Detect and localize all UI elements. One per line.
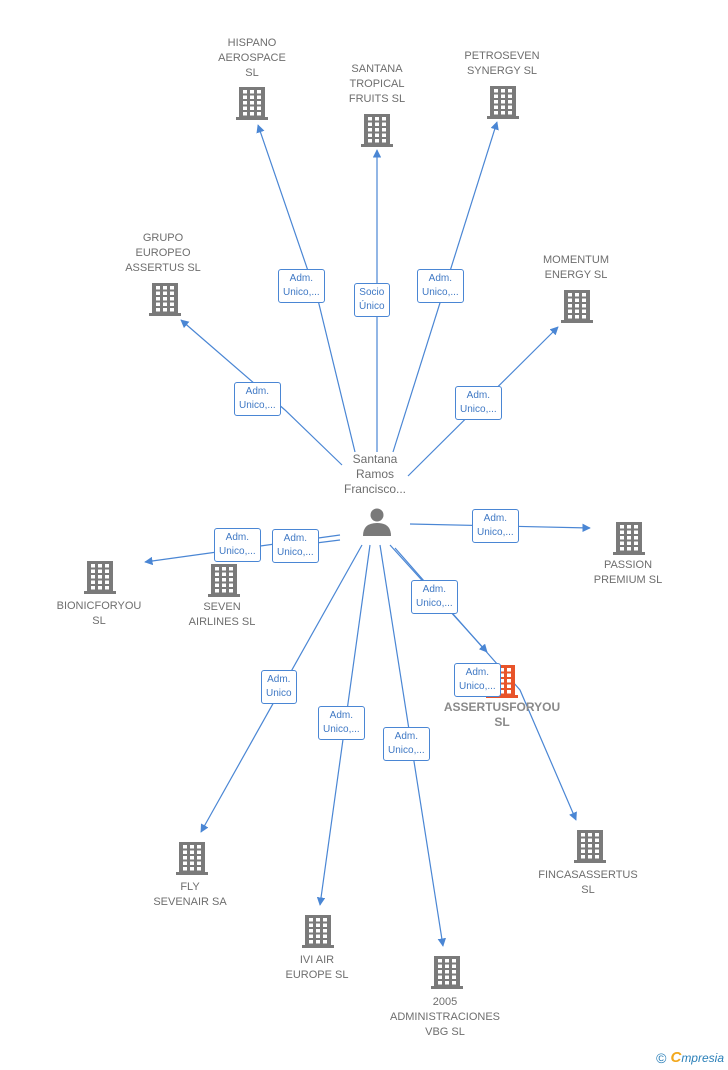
company-name-administraciones[interactable]: 2005 ADMINISTRACIONES VBG SL bbox=[389, 996, 500, 1038]
copyright-icon: © bbox=[656, 1049, 667, 1066]
person-name[interactable]: Santana Ramos Francisco... bbox=[343, 452, 406, 496]
edge-label-momentum[interactable]: Adm. Unico,... bbox=[455, 386, 502, 420]
edge-line-grupo_europeo bbox=[180, 319, 343, 466]
company-name-momentum[interactable]: MOMENTUM ENERGY SL bbox=[543, 254, 609, 281]
building-icon-passion bbox=[613, 522, 645, 555]
company-name-hispano[interactable]: HISPANO AEROSPACE SL bbox=[218, 37, 286, 79]
building-icon-fincaassertus bbox=[574, 830, 606, 863]
edge-label-administraciones[interactable]: Adm. Unico,... bbox=[383, 727, 430, 761]
edge-label-santana_tropical[interactable]: Socio Único bbox=[354, 283, 390, 317]
company-name-passion[interactable]: PASSION PREMIUM SL bbox=[593, 559, 663, 586]
person-icon[interactable] bbox=[363, 508, 391, 537]
edge-label-petroseven[interactable]: Adm. Unico,... bbox=[417, 269, 464, 303]
edge-label-ivi_air[interactable]: Adm. Unico,... bbox=[318, 706, 365, 740]
building-icon-hispano bbox=[236, 87, 268, 120]
company-name-bionicforyou[interactable]: BIONICFORYOU SL bbox=[56, 600, 142, 627]
company-name-petroseven[interactable]: PETROSEVEN SYNERGY SL bbox=[464, 50, 540, 77]
building-icon-santana_tropical bbox=[361, 114, 393, 147]
building-icon-grupo_europeo bbox=[149, 283, 181, 316]
building-icon-momentum bbox=[561, 290, 593, 323]
company-name-santana_tropical[interactable]: SANTANA TROPICAL FRUITS SL bbox=[348, 63, 406, 105]
building-icon-petroseven bbox=[487, 86, 519, 119]
edge-label-assertusforyou[interactable]: Adm. Unico,... bbox=[411, 580, 458, 614]
company-name-ivi_air[interactable]: IVI AIR EUROPE SL bbox=[285, 954, 349, 981]
building-icon-fly_sevenair bbox=[176, 842, 208, 875]
building-icon-bionicforyou bbox=[84, 561, 116, 594]
edge-label-bionicforyou[interactable]: Adm. Unico,... bbox=[214, 528, 261, 562]
footer-brand: © Cmpresia bbox=[656, 1049, 724, 1066]
edge-label-passion[interactable]: Adm. Unico,... bbox=[472, 509, 519, 543]
company-name-assertusforyou[interactable]: ASSERTUSFORYOU SL bbox=[443, 700, 561, 729]
company-name-grupo_europeo[interactable]: GRUPO EUROPEO ASSERTUS SL bbox=[125, 232, 201, 274]
brand-logo[interactable]: Cmpresia bbox=[670, 1049, 724, 1066]
edge-label-fly_sevenair[interactable]: Adm. Unico bbox=[261, 670, 297, 704]
edge-label-fincaassertus[interactable]: Adm. Unico,... bbox=[454, 663, 501, 697]
building-icon-ivi_air bbox=[302, 915, 334, 948]
building-icon-seven_airlines bbox=[208, 564, 240, 597]
company-name-fincaassertus[interactable]: FINCASASSERTUS SL bbox=[538, 869, 638, 896]
company-name-seven_airlines[interactable]: SEVEN AIRLINES SL bbox=[188, 601, 256, 628]
edge-label-grupo_europeo[interactable]: Adm. Unico,... bbox=[234, 382, 281, 416]
company-name-fly_sevenair[interactable]: FLY SEVENAIR SA bbox=[153, 881, 227, 908]
edge-label-seven_airlines[interactable]: Adm. Unico,... bbox=[272, 529, 319, 563]
edge-label-hispano[interactable]: Adm. Unico,... bbox=[278, 269, 325, 303]
building-icon-administraciones bbox=[431, 956, 463, 989]
